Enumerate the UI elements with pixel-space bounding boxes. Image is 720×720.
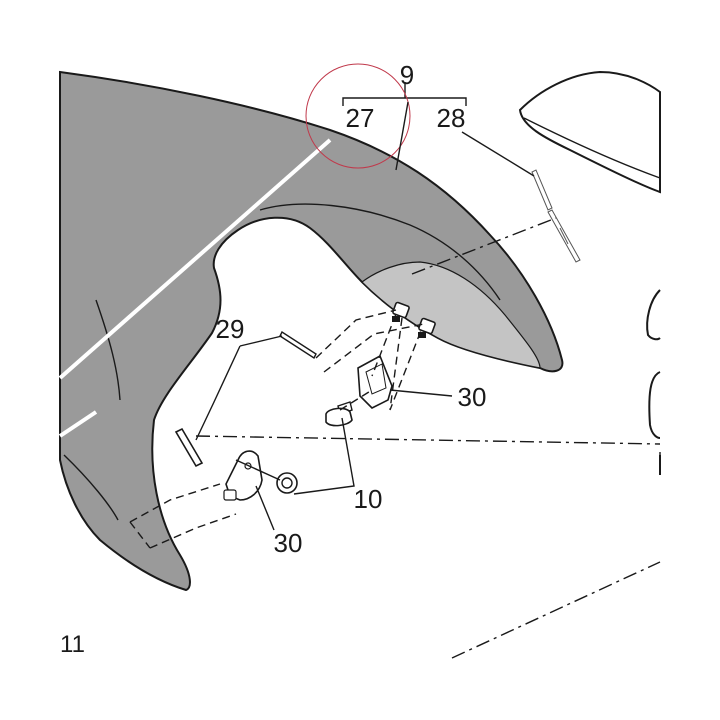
fender-edge-line-2 (63, 454, 119, 521)
decal-28 (531, 169, 581, 263)
frame-outline (518, 70, 661, 475)
headlight-lens-edge (523, 117, 661, 179)
fender-stripe-decal (58, 138, 332, 438)
callout-30-lower: 30 (274, 528, 303, 558)
screw-10-upper (325, 401, 353, 427)
assembly-lines (129, 217, 661, 659)
bracket-30-lower (223, 450, 263, 501)
reflector-29-upper (279, 330, 317, 360)
fender-crease (259, 203, 501, 301)
page-number: 11 (60, 631, 85, 658)
fender-body (59, 70, 564, 592)
group-bracket-9 (342, 82, 467, 106)
leader-lines (195, 101, 535, 531)
headlight-housing (518, 70, 661, 194)
callout-27: 27 (346, 103, 375, 133)
callout-9: 9 (400, 60, 414, 90)
fender-clips (392, 301, 436, 338)
callout-28: 28 (437, 103, 466, 133)
fork-leg-lower (648, 371, 661, 439)
front-fender (59, 70, 564, 592)
fender-edge-line (95, 299, 121, 401)
callout-29: 29 (216, 314, 245, 344)
callout-10: 10 (354, 484, 383, 514)
reflector-29-lower (174, 427, 204, 468)
fork-leg-upper (646, 289, 661, 341)
callout-30-upper: 30 (458, 382, 487, 412)
bracket-30-upper (357, 354, 393, 409)
highlight-circle (305, 63, 411, 169)
nut-10-lower (276, 472, 298, 494)
